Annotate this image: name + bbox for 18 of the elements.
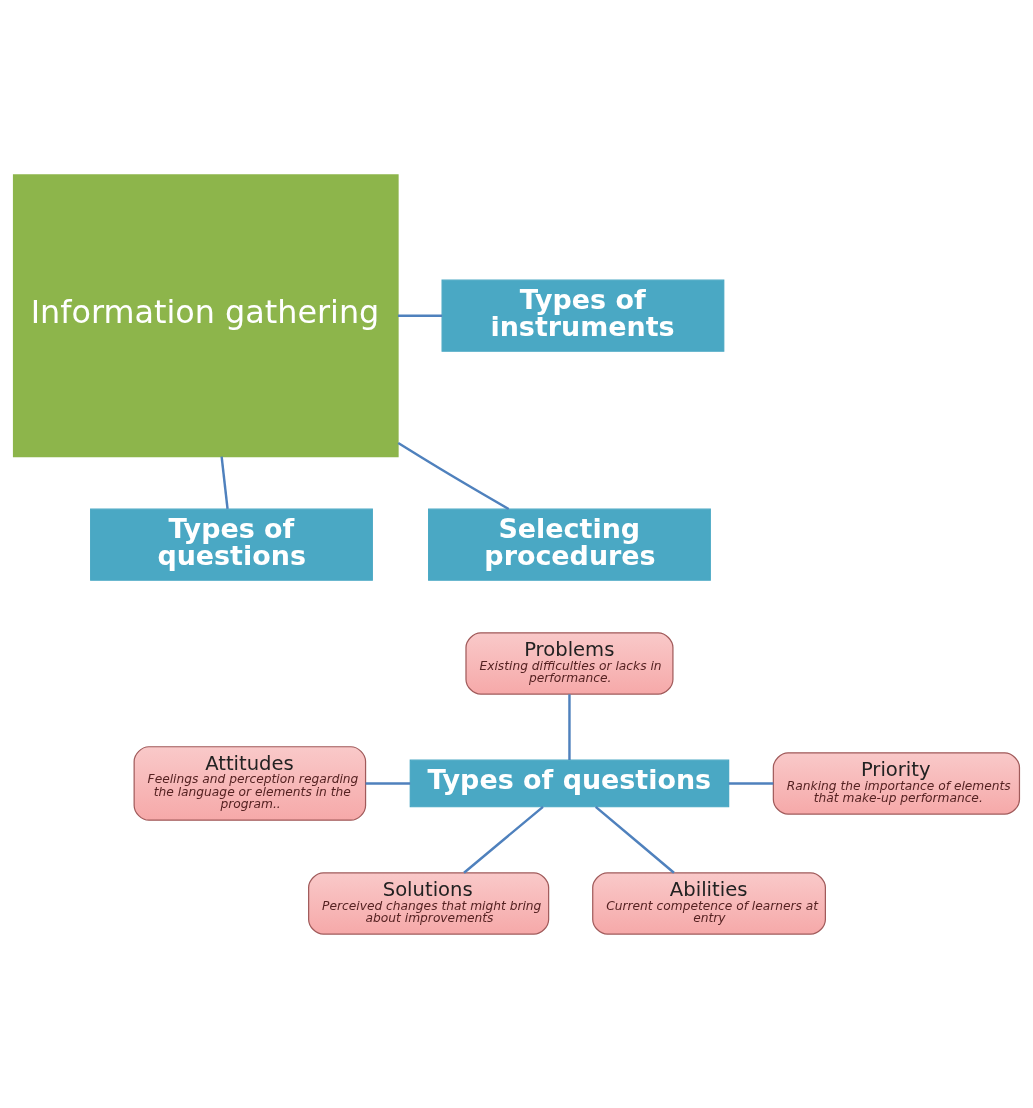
connector <box>463 805 544 874</box>
node-box: Solutions Perceived changes that might bring about improvements <box>308 871 550 935</box>
connector <box>220 455 229 509</box>
node-box: Selecting procedures <box>428 508 711 581</box>
connector <box>728 781 774 785</box>
node-box: Problems Existing difficulties or lacks in performance. <box>465 631 674 695</box>
node-box: Types of questions <box>409 759 730 807</box>
node-box: Information gathering <box>12 173 399 457</box>
connector <box>568 693 571 760</box>
connector <box>594 805 675 874</box>
node-box: Abilities Current competence of learners at entry <box>592 871 826 935</box>
node-box: Types of instruments <box>441 279 725 352</box>
connector <box>397 441 510 510</box>
node-box: Attitudes Feelings and perception regarding the language or elements in the program.. <box>133 745 367 821</box>
node-box: Types of questions <box>90 508 373 581</box>
connector <box>398 314 443 317</box>
connector <box>365 781 411 785</box>
node-box: Priority Ranking the importance of elements that make-up performance. <box>772 751 1021 815</box>
